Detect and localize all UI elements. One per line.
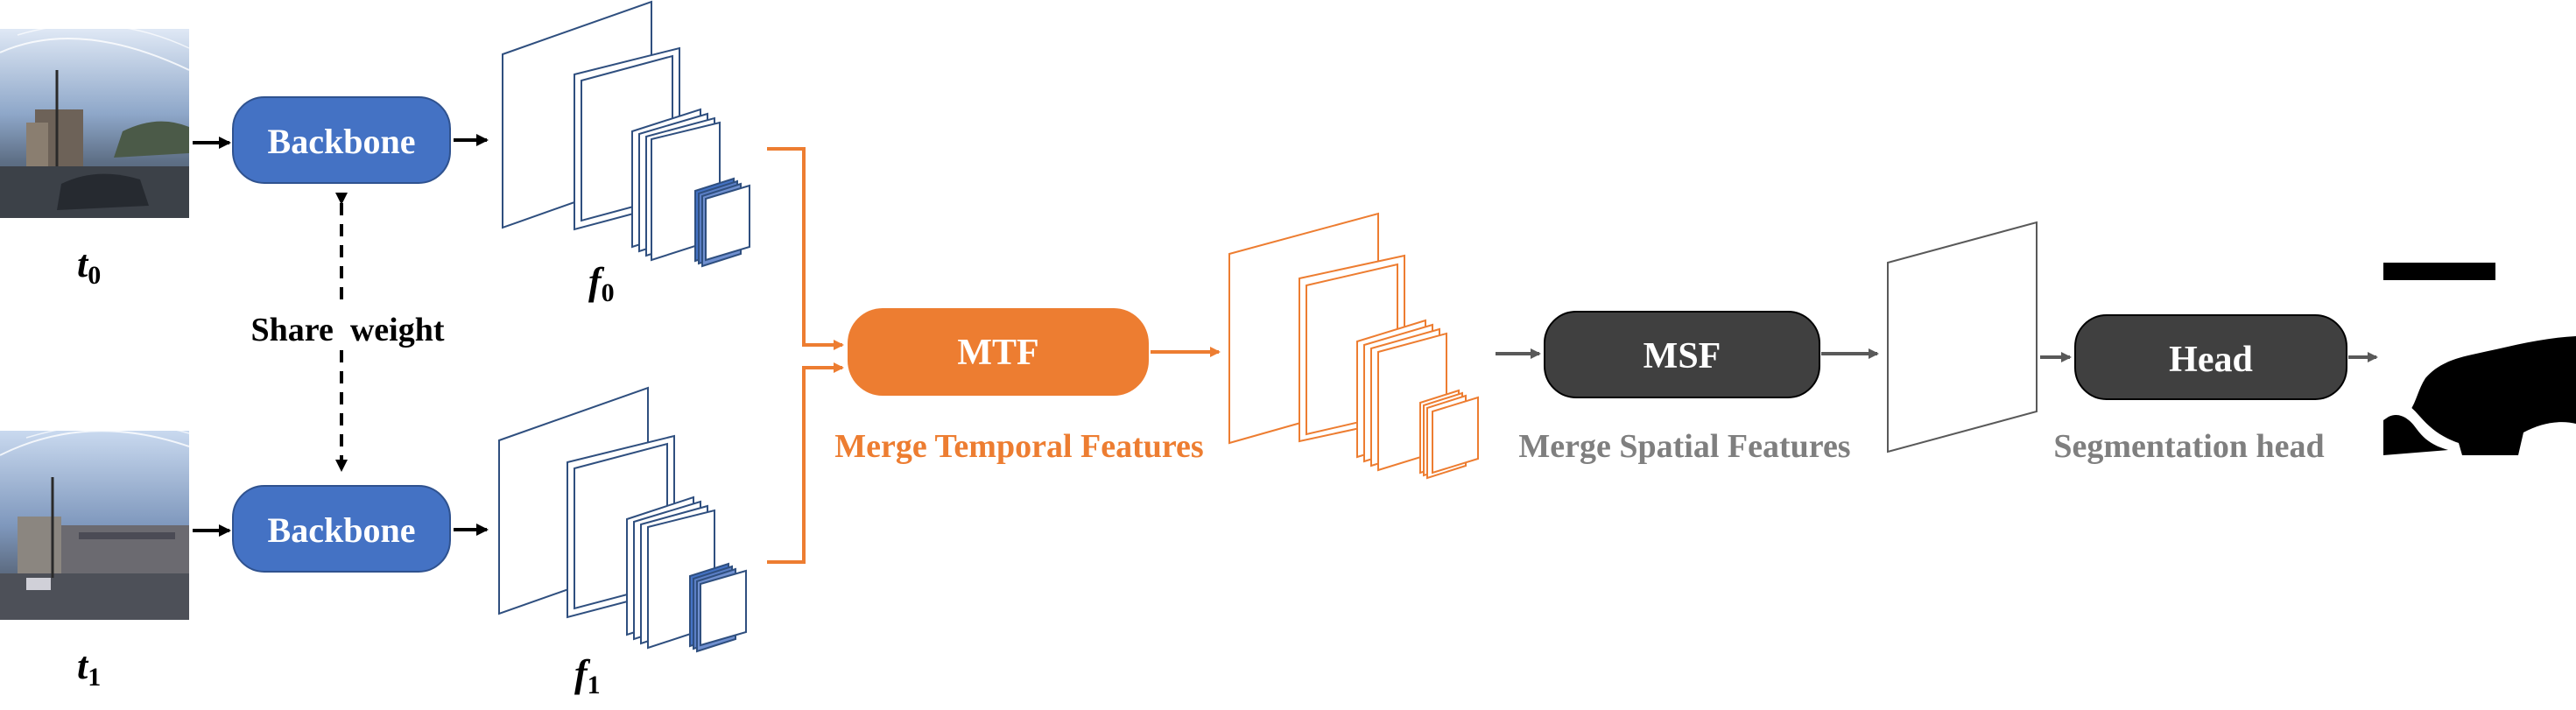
feature-pyramid-f1 [498,386,747,653]
merged-feature-pyramid [1228,212,1479,480]
backbone-block-bottom: Backbone [232,485,451,573]
backbone-bottom-label: Backbone [268,510,416,550]
backbone-block-top: Backbone [232,96,451,184]
f0-to-mtf-connector [767,147,844,350]
head-caption: Segmentation head [2053,428,2324,465]
mtf-block: MTF [848,308,1149,396]
f0-letter: f [588,260,605,303]
backbone-top-label: Backbone [268,122,416,161]
t1-label: t1 [77,644,101,692]
t0-label: t0 [77,243,101,290]
f1-label: f1 [574,652,601,699]
merged-spatial-feature-map [1887,221,2038,453]
f1-letter: f [574,652,591,695]
mtf-label: MTF [957,333,1038,373]
msf-label: MSF [1643,336,1721,376]
input-image-t1 [0,422,190,620]
f1-subscript: 1 [588,671,601,699]
input-image-t0 [0,24,190,218]
head-label: Head [2169,340,2253,380]
share-weight-label: Share weight [251,312,445,348]
t1-subscript: 1 [88,663,101,692]
t0-subscript: 0 [88,261,101,290]
t1-letter: t [77,644,89,687]
f0-label: f0 [588,260,615,307]
feature-pyramid-f0 [502,0,750,268]
f0-subscript: 0 [602,278,615,307]
head-block: Head [2074,314,2347,400]
msf-caption: Merge Spatial Features [1518,428,1850,465]
mtf-caption: Merge Temporal Features [834,428,1203,465]
msf-block: MSF [1544,311,1820,398]
t0-letter: t [77,243,89,285]
output-segmentation-mask [2383,263,2576,455]
f1-to-mtf-connector [767,362,844,564]
